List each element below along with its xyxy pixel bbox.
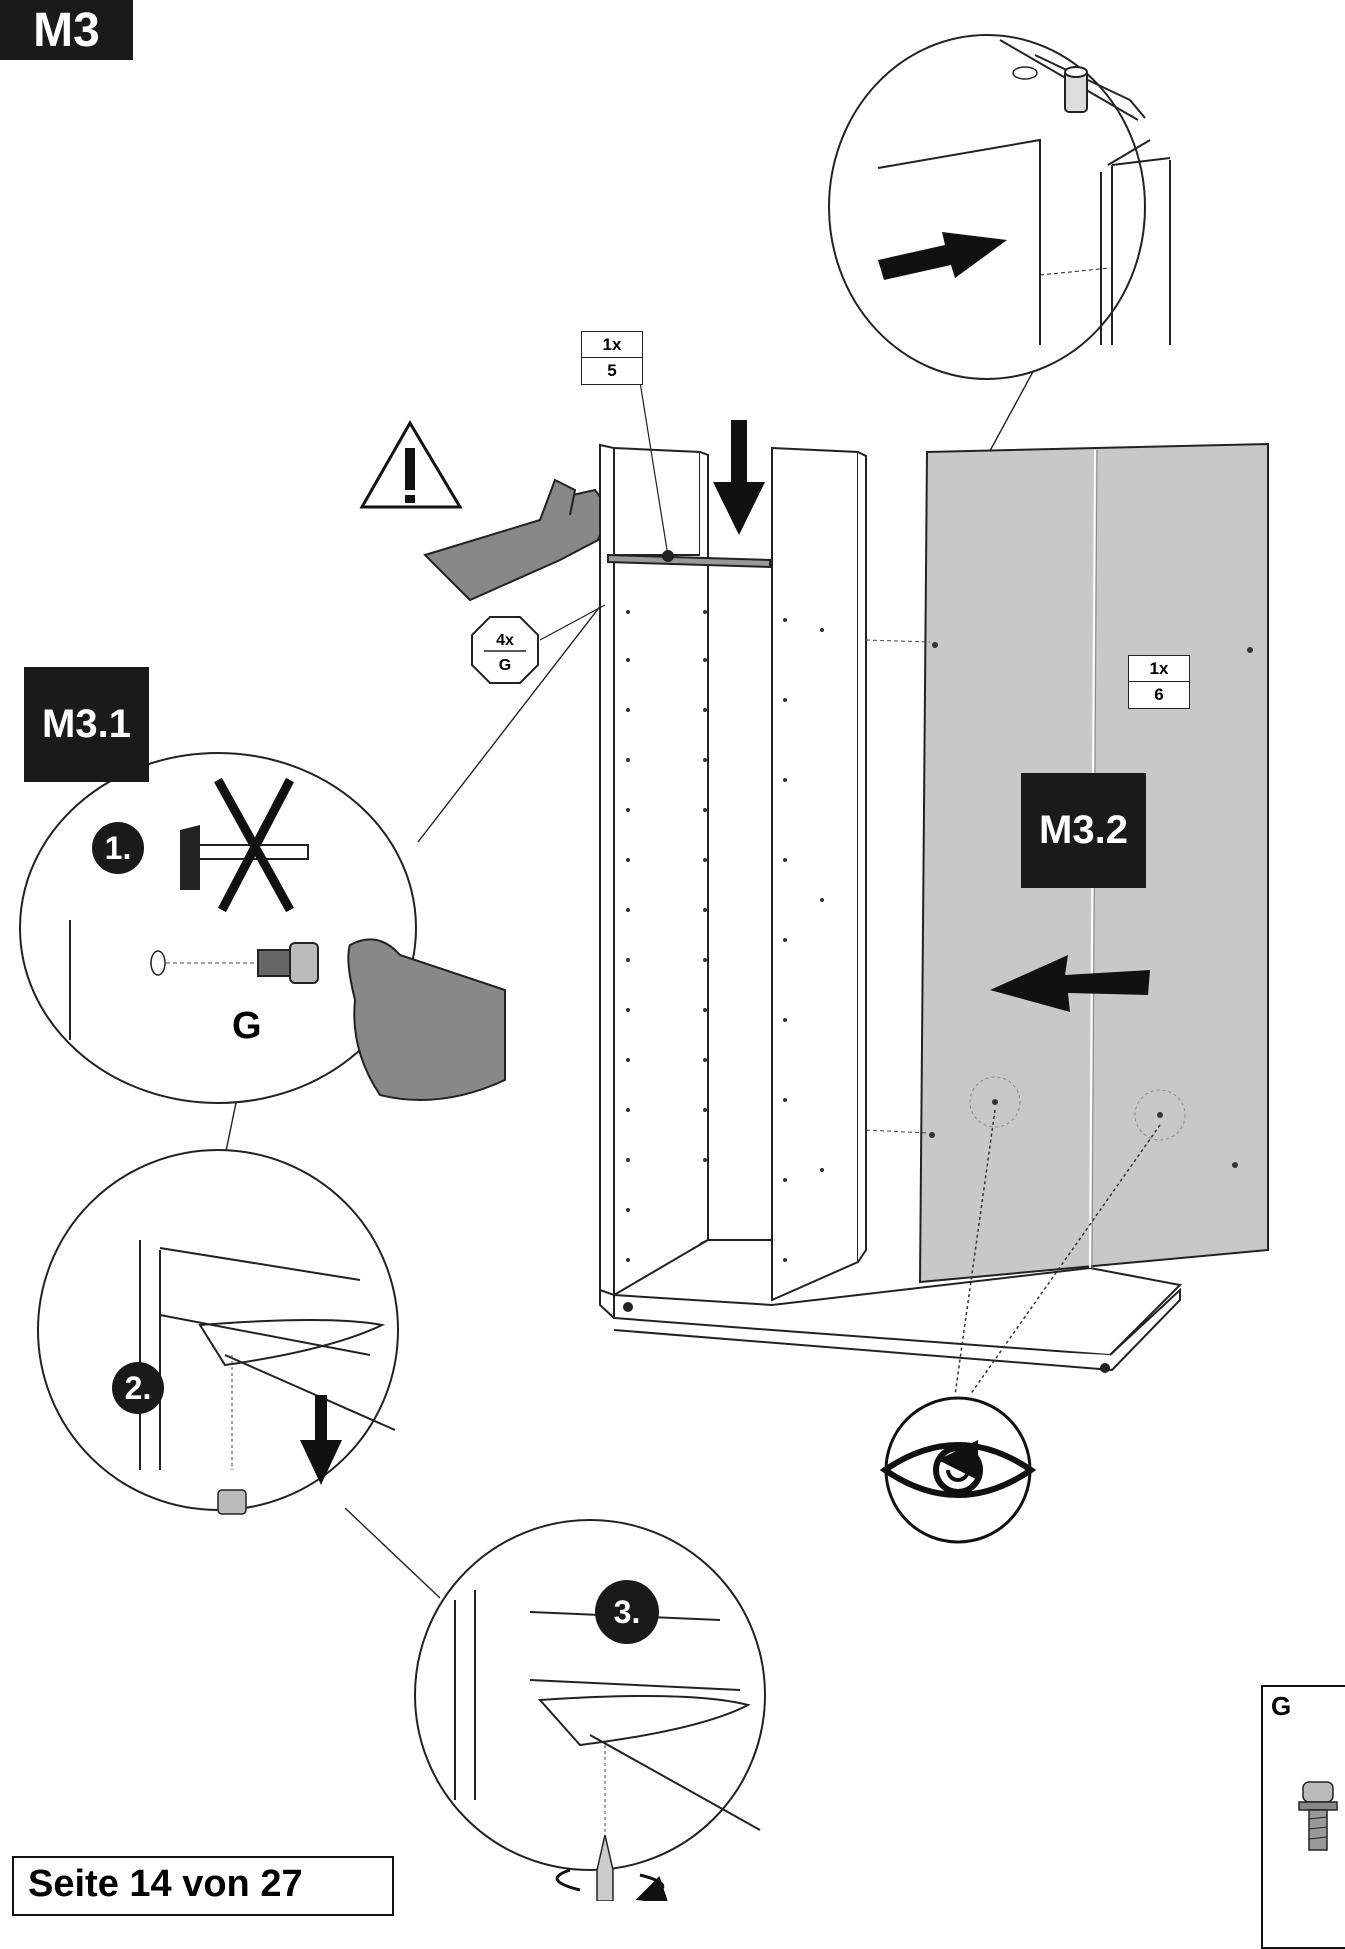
screw-g-icon [1298,1781,1338,1851]
screw-letter: G [232,1005,262,1047]
step-label-m32: M3.2 [1021,773,1146,888]
arrow-left-panel [990,955,1150,1012]
page-indicator: Seite 14 von 27 [12,1856,394,1916]
step-label-m31: M3.1 [24,667,149,782]
step-number-3: 3. [595,1580,659,1644]
hardware-octagon: 4x G [471,616,539,684]
qty-part: 6 [1154,685,1164,704]
octagon-part: G [499,657,511,674]
eye-inspect-icon [879,1396,1037,1544]
octagon-leader [540,604,606,641]
arrow-down-shelf [713,420,765,535]
qty-count: 1x [1129,656,1189,682]
step-number-1: 1. [92,822,144,874]
step-number-2: 2. [112,1362,164,1414]
qty-callout-part5: 1x 5 [581,331,643,385]
assembly-illustration [19,34,1269,1901]
hardware-box: G [1261,1685,1345,1949]
wardrobe-frame [599,443,1183,1372]
step3-detail-circle [414,1519,766,1901]
qty-callout-part6: 1x 6 [1128,655,1190,709]
warning-icon [359,420,463,509]
top-detail-circle [828,34,1171,380]
hand-left-top [423,478,612,602]
qty-count: 1x [582,332,642,358]
section-tag: M3 [0,0,133,60]
octagon-qty: 4x [496,632,514,649]
drill-holes [626,610,824,1262]
qty-part: 5 [607,361,617,380]
step1-detail-circle [19,752,506,1104]
step2-detail-circle [37,1149,399,1515]
hardware-letter: G [1271,1691,1292,1721]
